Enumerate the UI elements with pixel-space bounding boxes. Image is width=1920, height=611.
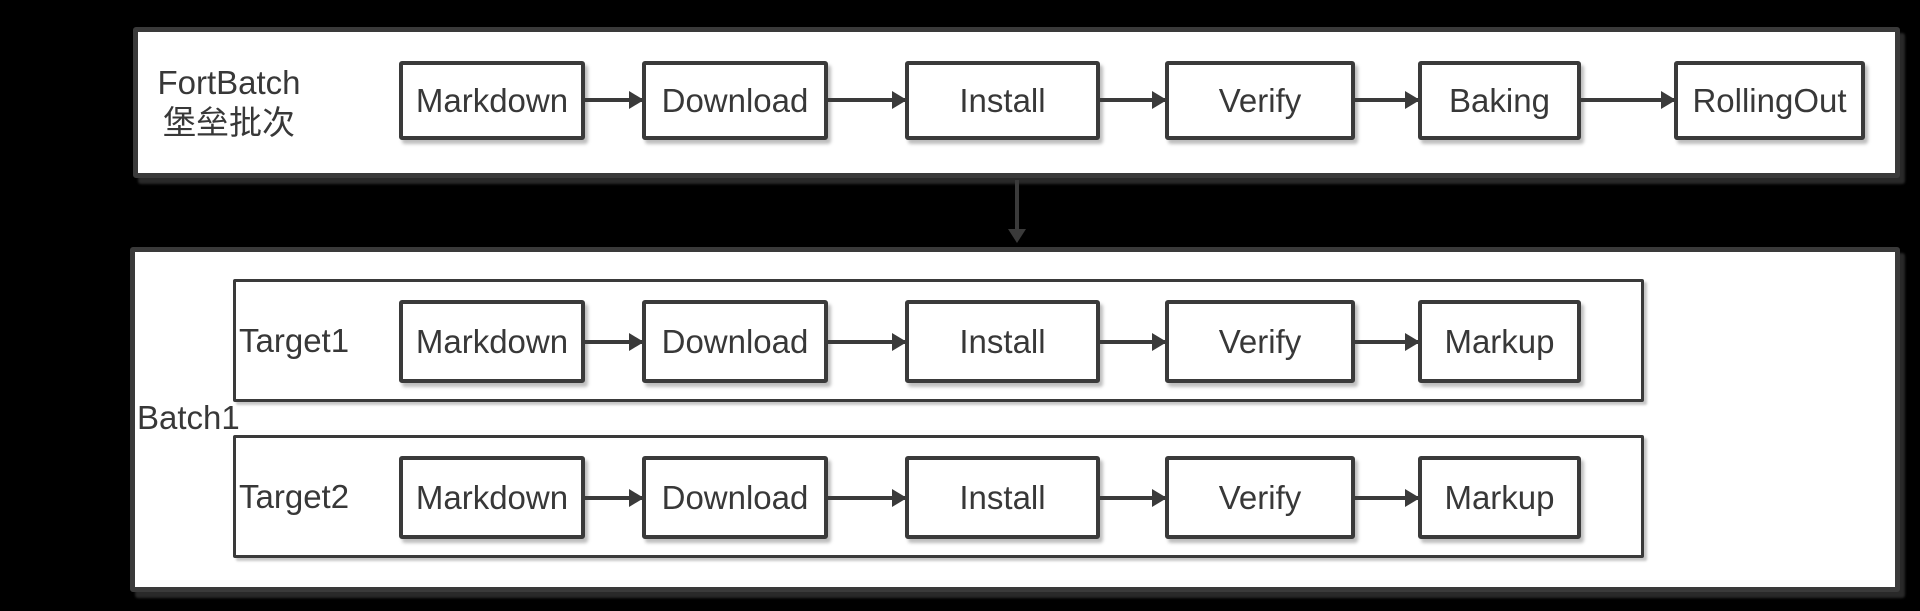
target1-stage-download: Download xyxy=(642,300,828,383)
fortbatch-stage-download: Download xyxy=(642,61,828,140)
arrow-right-icon xyxy=(1100,333,1167,351)
target2-label: Target2 xyxy=(239,477,350,515)
target1-stage-markup: Markup xyxy=(1418,300,1581,383)
fortbatch-stage-baking: Baking xyxy=(1418,61,1581,140)
arrow-right-icon xyxy=(585,91,644,109)
fortbatch-stage-markdown: Markdown xyxy=(399,61,585,140)
target2-stage-install: Install xyxy=(905,456,1100,539)
batch1-label: Batch1 xyxy=(137,399,240,436)
arrow-right-icon xyxy=(1355,489,1420,507)
target1-stage-install: Install xyxy=(905,300,1100,383)
fortbatch-title-zh: 堡垒批次 xyxy=(163,103,295,141)
arrow-right-icon xyxy=(585,333,644,351)
arrow-right-icon xyxy=(1355,91,1420,109)
target1-stage-verify: Verify xyxy=(1165,300,1355,383)
batch1-container: Batch1 Target1 Markdown Download Install… xyxy=(130,247,1900,592)
fortbatch-title: FortBatch 堡垒批次 xyxy=(144,32,314,173)
target1-stage-markdown: Markdown xyxy=(399,300,585,383)
fortbatch-stage-rollingout: RollingOut xyxy=(1674,61,1865,140)
target2-stage-download: Download xyxy=(642,456,828,539)
target2-stage-markup: Markup xyxy=(1418,456,1581,539)
target2-stage-verify: Verify xyxy=(1165,456,1355,539)
fortbatch-stage-verify: Verify xyxy=(1165,61,1355,140)
arrow-right-icon xyxy=(828,333,907,351)
arrow-right-icon xyxy=(1355,333,1420,351)
arrow-down-icon xyxy=(1008,180,1026,243)
target1-label: Target1 xyxy=(239,321,350,359)
target2-stage-markdown: Markdown xyxy=(399,456,585,539)
arrow-right-icon xyxy=(585,489,644,507)
fortbatch-stage-install: Install xyxy=(905,61,1100,140)
arrow-right-icon xyxy=(828,489,907,507)
arrow-right-icon xyxy=(828,91,907,109)
fortbatch-title-en: FortBatch xyxy=(157,63,301,101)
target1-container: Target1 Markdown Download Install Verify… xyxy=(233,279,1644,402)
arrow-right-icon xyxy=(1581,91,1676,109)
arrow-right-icon xyxy=(1100,489,1167,507)
arrow-right-icon xyxy=(1100,91,1167,109)
fortbatch-container: FortBatch 堡垒批次 Markdown Download Install… xyxy=(133,27,1900,178)
target2-container: Target2 Markdown Download Install Verify… xyxy=(233,435,1644,558)
